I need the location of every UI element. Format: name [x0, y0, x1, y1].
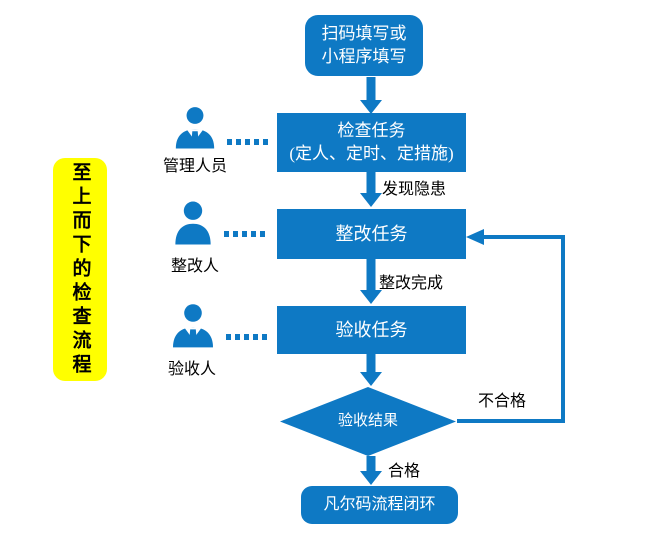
arrow-start-to-inspect [360, 77, 382, 114]
arrow-inspect-to-rectify [360, 172, 382, 207]
node-inspection-task-line1: 检查任务 [337, 120, 406, 140]
node-rectification-task-label: 整改任务 [335, 223, 408, 244]
edge-label-hazard-found: 发现隐患 [382, 181, 447, 198]
edge-label-rectify-done: 整改完成 [379, 275, 444, 292]
rectifier-label: 整改人 [170, 258, 219, 275]
node-scan-fill-line2: 小程序填写 [321, 46, 407, 66]
manager-person-icon [175, 107, 215, 149]
dotted-connector-manager [227, 139, 271, 145]
node-scan-fill: 扫码填写或 小程序填写 [305, 15, 423, 76]
node-process-closed-loop: 凡尔码流程闭环 [301, 486, 458, 524]
node-rectification-task: 整改任务 [277, 209, 466, 259]
dotted-connector-rectifier [224, 231, 268, 237]
arrow-decision-to-end [360, 456, 382, 485]
edge-label-unqualified: 不合格 [478, 393, 527, 410]
node-inspection-task: 检查任务 (定人、定时、定措施) [277, 113, 466, 172]
acceptor-label: 验收人 [167, 361, 216, 378]
node-acceptance-task-label: 验收任务 [335, 319, 408, 340]
node-acceptance-result-decision: 验收结果 [280, 387, 456, 456]
node-inspection-task-line2: (定人、定时、定措施) [289, 143, 454, 163]
node-acceptance-task: 验收任务 [277, 306, 466, 354]
node-acceptance-result-label: 验收结果 [337, 413, 398, 430]
arrow-accept-to-decision [360, 354, 382, 386]
dotted-connector-acceptor [226, 334, 270, 340]
process-title-vertical: 至上而下的检查流程 [53, 158, 107, 381]
rectifier-person-icon [175, 201, 211, 245]
manager-label: 管理人员 [162, 158, 227, 175]
acceptor-person-icon [173, 304, 213, 348]
edge-label-qualified: 合格 [388, 463, 421, 480]
node-scan-fill-line1: 扫码填写或 [321, 23, 407, 43]
node-process-closed-loop-label: 凡尔码流程闭环 [323, 496, 436, 514]
